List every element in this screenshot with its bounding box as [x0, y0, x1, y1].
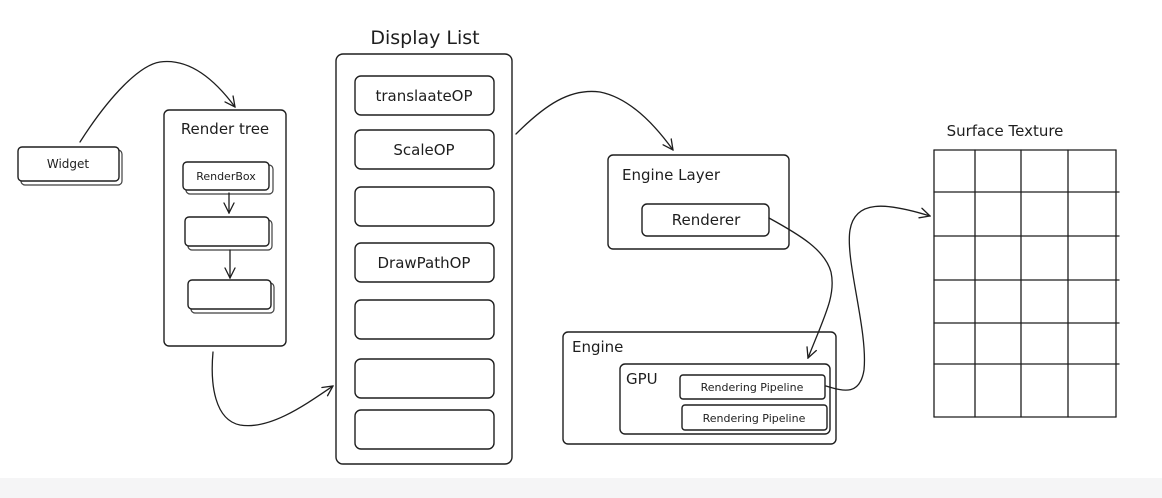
display-list-op-4: DrawPathOP: [354, 242, 495, 283]
display-list-op-4-label: DrawPathOP: [378, 254, 471, 272]
rendering-pipeline-2: Rendering Pipeline: [681, 404, 828, 431]
surface-texture: Surface Texture: [933, 122, 1120, 418]
renderer-node: Renderer: [641, 203, 770, 237]
arrow-renderer-to-engine: [768, 217, 833, 358]
render-box-label: RenderBox: [196, 170, 256, 183]
display-list-title: Display List: [370, 27, 479, 49]
widget-node: Widget: [17, 146, 123, 186]
engine-title: Engine: [572, 338, 623, 356]
display-list-op-3: [354, 186, 495, 227]
display-list-op-1-label: translaateOP: [375, 87, 472, 105]
render-tree-container: Render tree RenderBox: [163, 109, 287, 347]
gpu-container: GPU Rendering Pipeline Rendering Pipelin…: [619, 363, 831, 435]
render-tree-grandchild-node: [187, 279, 275, 314]
renderer-label: Renderer: [672, 211, 741, 229]
display-list-op-2-label: ScaleOP: [393, 141, 454, 159]
display-list-op-2: ScaleOP: [354, 129, 495, 170]
render-box-node: RenderBox: [182, 161, 274, 195]
surface-texture-title: Surface Texture: [947, 122, 1064, 140]
page-footer-strip: [0, 478, 1162, 498]
rendering-pipeline-1: Rendering Pipeline: [679, 374, 826, 400]
display-list-op-7: [354, 409, 495, 450]
engine-container: Engine GPU Rendering Pipeline Rendering …: [562, 331, 837, 445]
arrow-display-list-to-engine-layer: [515, 90, 673, 150]
display-list-op-1: translaateOP: [354, 75, 495, 116]
render-tree-child-node: [184, 216, 273, 251]
engine-layer-container: Engine Layer Renderer: [607, 154, 790, 250]
engine-layer-title: Engine Layer: [622, 166, 721, 184]
display-list-container: Display List translaateOP ScaleOP DrawPa…: [335, 27, 513, 465]
arrow-widget-to-render-tree: [79, 60, 235, 143]
render-tree-title: Render tree: [181, 120, 269, 138]
rendering-pipeline-1-label: Rendering Pipeline: [701, 381, 804, 394]
gpu-label: GPU: [626, 370, 658, 388]
widget-label: Widget: [47, 157, 90, 171]
display-list-op-6: [354, 358, 495, 399]
surface-texture-grid: [933, 149, 1120, 418]
display-list-op-5: [354, 299, 495, 340]
arrow-render-tree-to-display-list: [211, 351, 333, 427]
arrow-pipeline-to-surface-texture: [825, 205, 930, 391]
rendering-pipeline-2-label: Rendering Pipeline: [703, 412, 806, 425]
